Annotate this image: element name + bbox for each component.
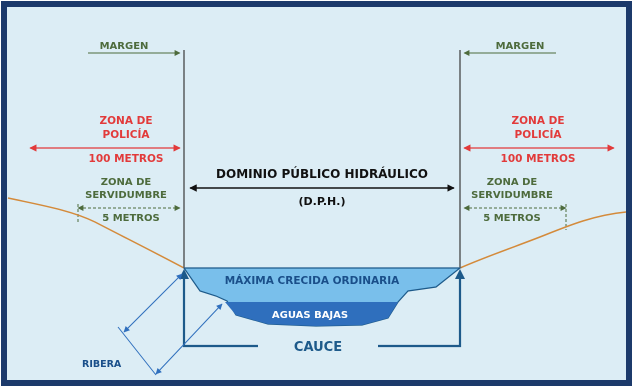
- dph-abbrev: (D.P.H.): [299, 195, 346, 208]
- ribera-label: RIBERA: [82, 359, 122, 370]
- left-servitude-distance: 5 METROS: [102, 213, 159, 224]
- cauce-bracket-right: [378, 273, 462, 348]
- left-terrain-line: [7, 197, 185, 269]
- right-servitude-distance: 5 METROS: [483, 213, 540, 224]
- left-police-distance: 100 METROS: [89, 153, 164, 165]
- left-servitude-line2: SERVIDUMBRE: [85, 190, 167, 201]
- right-police-line1: ZONA DE: [512, 115, 565, 127]
- right-police-line2: POLICÍA: [515, 128, 563, 141]
- ribera-bank-arrow: [123, 273, 183, 333]
- right-servitude-line1: ZONA DE: [487, 177, 538, 188]
- dph-title: DOMINIO PÚBLICO HIDRÁULICO: [216, 166, 428, 181]
- cauce-label: CAUCE: [294, 340, 342, 355]
- cauce-right-arrowhead: [455, 269, 465, 279]
- ribera-flood-arrow: [155, 303, 223, 375]
- right-margin-label: MARGEN: [496, 41, 545, 52]
- low-water-label: AGUAS BAJAS: [272, 310, 348, 321]
- ribera-bank-tick: [117, 326, 157, 376]
- left-police-line1: ZONA DE: [100, 115, 153, 127]
- right-police-distance: 100 METROS: [501, 153, 576, 165]
- max-flood-label: MÁXIMA CRECIDA ORDINARIA: [225, 274, 400, 287]
- left-servitude-line1: ZONA DE: [101, 177, 152, 188]
- right-servitude-line2: SERVIDUMBRE: [471, 190, 553, 201]
- left-police-line2: POLICÍA: [103, 128, 151, 141]
- low-water: [225, 302, 398, 326]
- left-margin-label: MARGEN: [100, 41, 149, 52]
- right-terrain-line: [459, 211, 627, 269]
